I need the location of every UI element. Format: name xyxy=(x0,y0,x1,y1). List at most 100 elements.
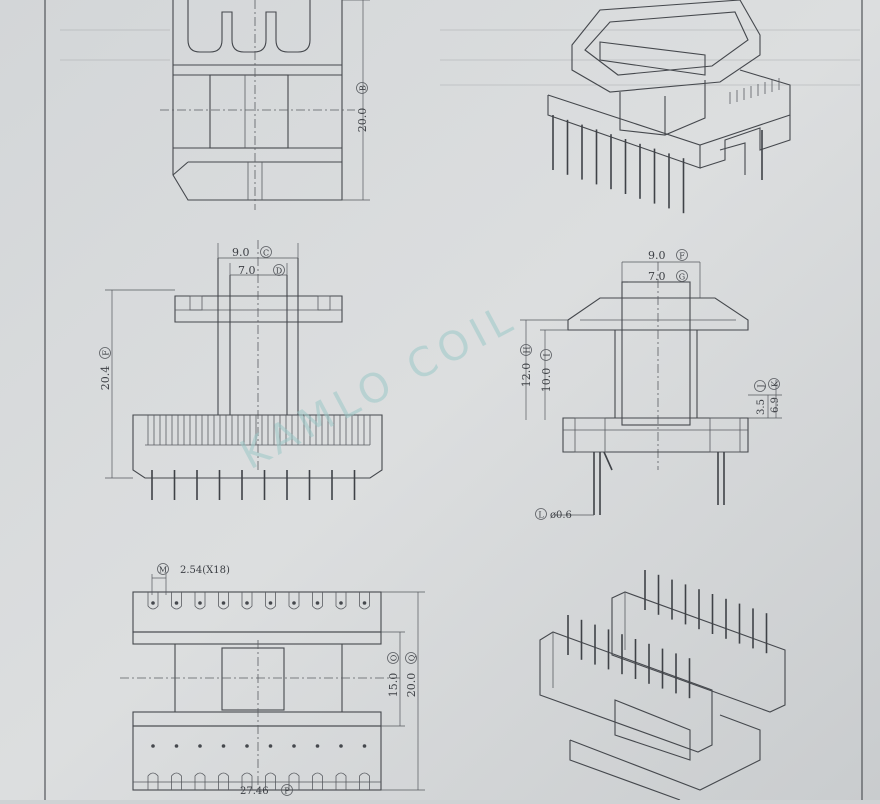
svg-text:B: B xyxy=(359,85,368,91)
bottom-view-width-ref-badge: P xyxy=(281,784,293,796)
front-view-outer-width-dim: 9.0 xyxy=(232,246,250,259)
isometric-view-top xyxy=(547,0,791,214)
slot-notch xyxy=(171,592,182,610)
pin-hole xyxy=(268,601,273,605)
bottom-view-width-dim: 27.46 xyxy=(240,786,269,797)
svg-text:I: I xyxy=(543,353,552,356)
pin-hole xyxy=(198,744,202,748)
slot-notch xyxy=(218,592,229,610)
front-view-height-ref-badge: F xyxy=(99,347,111,359)
slot-notch xyxy=(147,592,159,610)
slot-notch xyxy=(312,772,323,790)
show-through-table xyxy=(60,29,860,86)
side-view-outer-height-dim: 12.0 xyxy=(520,363,533,388)
svg-text:P: P xyxy=(284,787,290,796)
side-view-inner-height-ref-badge: I xyxy=(540,349,552,361)
side-view-base-small-ref-badge: J xyxy=(754,380,766,392)
front-view-outer-width-ref-badge: C xyxy=(260,246,272,258)
pin-hole xyxy=(151,601,155,605)
front-view xyxy=(105,240,383,500)
top-view xyxy=(160,0,370,210)
side-view xyxy=(520,261,782,516)
slot-notch xyxy=(312,592,323,610)
side-view-pin-dia-dim: ø0.6 xyxy=(550,510,572,521)
pin-hole xyxy=(151,744,155,748)
pin-hole xyxy=(174,601,179,605)
bottom-view-outer-ref-badge: Q xyxy=(405,652,417,664)
top-view-height-dim: 20.0 xyxy=(356,108,369,133)
svg-text:J: J xyxy=(757,384,766,388)
slot-notch xyxy=(194,772,206,790)
pin-hole xyxy=(315,601,320,605)
side-view-base-large-ref-badge: K xyxy=(768,378,780,390)
slot-notch xyxy=(359,772,370,790)
slot-notch xyxy=(171,772,182,790)
pin-hole xyxy=(221,601,226,605)
top-view-height-ref-badge: B xyxy=(356,82,368,94)
slot-notch xyxy=(335,592,347,610)
svg-text:L: L xyxy=(538,511,544,520)
slot-notch xyxy=(147,772,159,790)
bottom-view-inner-dim: 15.0 xyxy=(387,673,400,698)
slot-notch xyxy=(194,592,206,610)
side-view-outer-height-ref-badge: H xyxy=(520,344,532,356)
side-view-inner-height-dim: 10.0 xyxy=(540,368,553,393)
pin-hole xyxy=(292,601,296,605)
svg-text:G: G xyxy=(679,273,685,282)
side-view-inner-width-dim: 7.0 xyxy=(648,270,666,283)
pin-hole xyxy=(198,601,202,605)
pin-hole xyxy=(268,744,273,748)
slot-notch xyxy=(241,772,253,790)
svg-text:H: H xyxy=(523,346,532,353)
front-view-height-dim: 20.4 xyxy=(99,366,112,391)
bottom-view-bottom-notches xyxy=(147,744,370,790)
bottom-view-pitch-ref-badge: M xyxy=(157,563,169,575)
svg-text:O: O xyxy=(390,654,399,661)
front-view-inner-width-ref-badge: D xyxy=(273,264,285,276)
front-view-pins xyxy=(151,470,356,500)
slot-notch xyxy=(288,772,300,790)
slot-notch xyxy=(335,772,347,790)
side-view-outer-width-dim: 9.0 xyxy=(648,249,666,262)
isometric-top-slots xyxy=(729,78,780,104)
bottom-view-top-notches xyxy=(147,592,370,610)
front-view-inner-width-dim: 7.0 xyxy=(238,264,256,277)
isometric-bottom-front-pins xyxy=(567,615,691,699)
svg-text:F: F xyxy=(102,350,111,356)
slot-notch xyxy=(218,772,229,790)
side-view-pin-dia-ref-badge: L xyxy=(535,508,547,520)
bottom-view-outer-dim: 20.0 xyxy=(405,673,418,698)
pin-hole xyxy=(339,601,343,605)
bottom-view xyxy=(120,574,425,791)
svg-text:C: C xyxy=(263,249,269,258)
svg-text:D: D xyxy=(276,267,282,276)
slot-notch xyxy=(241,592,253,610)
isometric-bottom-back-pins xyxy=(644,570,768,654)
pin-hole xyxy=(174,744,179,748)
pin-hole xyxy=(362,601,367,605)
svg-text:F: F xyxy=(679,252,685,261)
bottom-view-inner-ref-badge: O xyxy=(387,652,399,664)
slot-notch xyxy=(265,592,276,610)
pin-hole xyxy=(245,601,249,605)
pin-hole xyxy=(292,744,296,748)
side-view-inner-width-ref-badge: G xyxy=(676,270,688,282)
side-view-base-large-dim: 6.9 xyxy=(770,397,781,413)
svg-text:M: M xyxy=(159,566,167,575)
svg-text:Q: Q xyxy=(408,654,417,661)
slot-notch xyxy=(265,772,276,790)
isometric-view-bottom xyxy=(539,570,786,801)
side-view-outer-width-ref-badge: F xyxy=(676,249,688,261)
pin-hole xyxy=(362,744,367,748)
pin-hole xyxy=(339,744,343,748)
isometric-top-pins xyxy=(552,115,763,214)
pin-hole xyxy=(245,744,249,748)
side-view-base-small-dim: 3.5 xyxy=(756,399,767,415)
bottom-view-pitch-dim: 2.54(X18) xyxy=(180,565,230,576)
slot-notch xyxy=(288,592,300,610)
front-view-base-ribs xyxy=(147,415,371,445)
pin-hole xyxy=(221,744,226,748)
